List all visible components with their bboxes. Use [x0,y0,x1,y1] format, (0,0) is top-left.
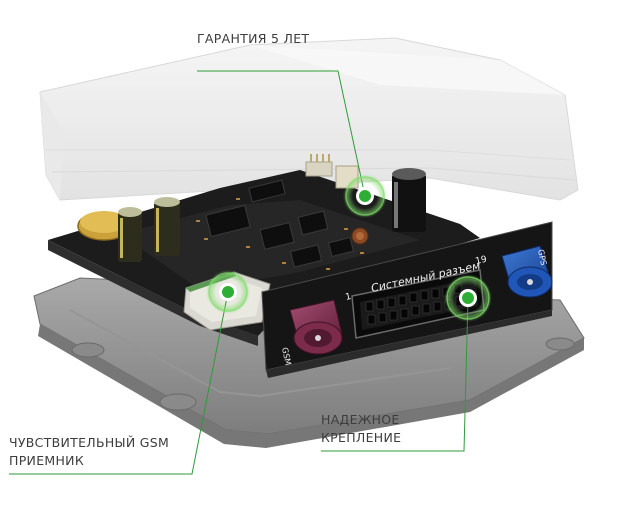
callout-gsm [9,270,250,475]
label-warranty: ГАРАНТИЯ 5 ЛЕТ [197,30,309,48]
callout-warranty [197,70,387,218]
label-reliable-mount: НАДЕЖНОЕ КРЕПЛЕНИЕ [321,411,401,447]
callout-dot [222,286,234,298]
callout-dot [359,190,371,202]
label-mount-line1: НАДЕЖНОЕ [321,412,400,427]
pin-number-left: 1 [345,292,353,303]
label-gsm-receiver: ЧУВСТВИТЕЛЬНЫЙ GSM ПРИЕМНИК [9,434,169,470]
circuit-board [48,154,480,346]
gps-antenna-port [501,245,553,298]
capacitor [154,197,180,256]
label-gsm-line1: ЧУВСТВИТЕЛЬНЫЙ GSM [9,435,170,450]
front-panel [261,221,553,378]
label-gsm-line2: ПРИЕМНИК [9,453,84,468]
callout-line [9,291,229,475]
callout-mount [321,274,492,452]
translucent-cover [39,37,579,201]
callout-line [197,70,366,197]
gps-port-label: GPS [536,249,548,267]
callout-line [321,297,469,452]
gsm-port-label: GSM [280,347,293,367]
capacitor [118,207,142,262]
callout-dot [462,292,474,304]
pin-number-right: 19 [475,255,489,267]
gsm-antenna-port [289,299,343,355]
capacitor [392,168,426,232]
label-mount-line2: КРЕПЛЕНИЕ [321,430,402,445]
label-warranty-text: ГАРАНТИЯ 5 ЛЕТ [197,31,310,46]
